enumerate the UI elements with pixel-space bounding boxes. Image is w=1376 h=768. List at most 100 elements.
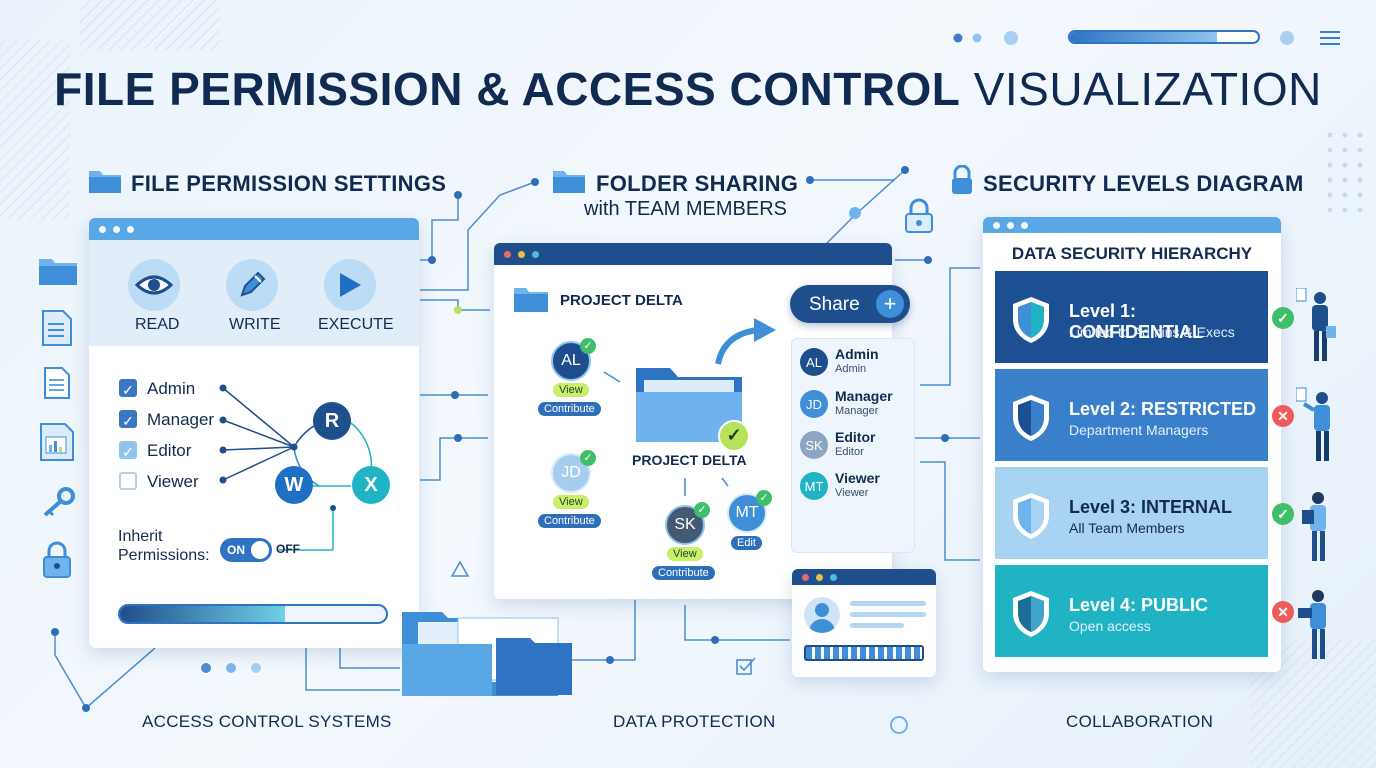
user-avatar: SK bbox=[800, 431, 828, 459]
footer-label-collaboration: COLLABORATION bbox=[1066, 712, 1214, 731]
profile-progress bbox=[804, 645, 924, 661]
window-titlebar bbox=[89, 218, 419, 240]
share-label: Share bbox=[809, 294, 860, 315]
window-titlebar bbox=[792, 569, 936, 585]
permission-progress-fill bbox=[120, 606, 285, 622]
permission-pill-contribute: Contribute bbox=[538, 514, 601, 528]
lock-icon bbox=[43, 541, 71, 578]
execute-node: X bbox=[352, 466, 390, 504]
avatar-jd[interactable]: JD bbox=[551, 453, 591, 493]
text-file-icon bbox=[44, 367, 70, 399]
section-heading-permissions: FILE PERMISSION SETTINGS bbox=[131, 171, 447, 196]
inherit-label-2: Permissions: bbox=[118, 547, 210, 564]
folder-icon bbox=[89, 171, 121, 193]
access-denied-icon: ✕ bbox=[1272, 405, 1294, 427]
person-icon bbox=[1296, 288, 1336, 361]
footer-label-data-protection: DATA PROTECTION bbox=[613, 712, 776, 731]
write-button[interactable] bbox=[226, 259, 278, 311]
role-label-manager: Manager bbox=[147, 410, 215, 429]
check-icon: ✓ bbox=[694, 502, 710, 518]
user-role: Admin bbox=[835, 363, 867, 375]
permission-pill-view: View bbox=[667, 547, 703, 561]
folder-stack-icon bbox=[402, 612, 572, 696]
security-level-4[interactable]: Level 4: PUBLIC Open access bbox=[995, 565, 1268, 657]
section-heading-security: SECURITY LEVELS DIAGRAM bbox=[983, 171, 1304, 196]
security-level-1[interactable]: Level 1: CONFIDENTIAL Limited to Admins … bbox=[995, 271, 1268, 363]
execute-label: EXECUTE bbox=[318, 316, 394, 333]
security-level-2[interactable]: Level 2: RESTRICTED Department Managers bbox=[995, 369, 1268, 461]
shield-icon bbox=[1013, 395, 1049, 441]
profile-card bbox=[792, 569, 936, 677]
eye-icon bbox=[135, 275, 173, 295]
key-icon bbox=[43, 487, 75, 517]
page-title: FILE PERMISSION & ACCESS CONTROL VISUALI… bbox=[54, 63, 1322, 115]
toggle-knob bbox=[251, 541, 269, 559]
footer-label-access-control: ACCESS CONTROL SYSTEMS bbox=[142, 712, 392, 731]
top-progress-bar bbox=[1068, 30, 1260, 44]
security-hierarchy-title: DATA SECURITY HIERARCHY bbox=[1011, 244, 1253, 263]
editor-checkbox[interactable]: ✓ bbox=[119, 441, 137, 460]
execute-button[interactable] bbox=[324, 259, 376, 311]
permission-pill-contribute: Contribute bbox=[538, 402, 601, 416]
level-subtitle: All Team Members bbox=[1069, 520, 1185, 536]
viewer-checkbox[interactable] bbox=[119, 472, 137, 490]
plus-icon: + bbox=[876, 290, 904, 318]
access-denied-icon: ✕ bbox=[1272, 601, 1294, 623]
permission-pill-contribute: Contribute bbox=[652, 566, 715, 580]
user-name: Admin bbox=[835, 346, 879, 362]
section-subheading-sharing: with TEAM MEMBERS bbox=[584, 198, 787, 220]
manager-checkbox[interactable]: ✓ bbox=[119, 410, 137, 429]
shield-icon bbox=[1013, 591, 1049, 637]
folder-icon bbox=[39, 259, 77, 285]
profile-line bbox=[850, 612, 926, 617]
share-arrow-icon bbox=[715, 318, 776, 365]
level-subtitle: Limited to Admins & Execs bbox=[1069, 324, 1235, 340]
pencil-icon bbox=[240, 271, 266, 297]
sync-arrows-icon bbox=[603, 371, 729, 496]
level-title: Level 3: INTERNAL bbox=[1069, 497, 1233, 517]
share-button[interactable]: Share + bbox=[790, 285, 910, 323]
permission-progress-bar bbox=[118, 604, 388, 624]
read-label: READ bbox=[135, 316, 180, 333]
spreadsheet-icon bbox=[40, 423, 74, 461]
folder-icon bbox=[514, 288, 548, 312]
write-label: WRITE bbox=[229, 316, 281, 333]
file-permission-panel: READ WRITE EXECUTE ✓ Admin ✓ Manager ✓ E… bbox=[89, 218, 419, 648]
center-folder-label: PROJECT DELTA bbox=[632, 452, 747, 468]
inherit-label: Inherit bbox=[118, 528, 163, 545]
write-node: W bbox=[275, 466, 313, 504]
document-icon bbox=[42, 310, 72, 346]
section-heading-sharing: FOLDER SHARING bbox=[596, 171, 799, 196]
project-folder-label: PROJECT DELTA bbox=[560, 292, 683, 309]
top-progress-fill bbox=[1070, 32, 1217, 42]
shared-folder-icon bbox=[636, 368, 742, 442]
folder-check-icon: ✓ bbox=[718, 420, 750, 452]
person-icon bbox=[1302, 492, 1326, 561]
level-title: Level 1: CONFIDENTIAL bbox=[1069, 301, 1203, 342]
lock-icon bbox=[952, 165, 972, 194]
inherit-toggle[interactable]: ON bbox=[220, 538, 272, 562]
toggle-on-label: ON bbox=[227, 543, 245, 557]
user-role: Viewer bbox=[835, 487, 869, 499]
permission-pill-view: View bbox=[553, 495, 589, 509]
level-title: Level 4: PUBLIC bbox=[1069, 595, 1209, 615]
user-name: Editor bbox=[835, 429, 876, 445]
access-granted-icon: ✓ bbox=[1272, 307, 1294, 329]
window-titlebar bbox=[494, 243, 892, 265]
check-icon: ✓ bbox=[756, 490, 772, 506]
shield-icon bbox=[1013, 297, 1049, 343]
permission-graph-lines bbox=[219, 384, 373, 551]
user-avatar: MT bbox=[800, 472, 828, 500]
window-titlebar bbox=[983, 217, 1281, 233]
shield-icon bbox=[1013, 493, 1049, 539]
check-icon: ✓ bbox=[580, 450, 596, 466]
read-button[interactable] bbox=[128, 259, 180, 311]
admin-checkbox[interactable]: ✓ bbox=[119, 379, 137, 398]
permission-pill-view: View bbox=[553, 383, 589, 397]
profile-avatar-icon bbox=[804, 597, 840, 633]
user-avatar: AL bbox=[800, 348, 828, 376]
permission-pill-edit: Edit bbox=[731, 536, 762, 550]
read-node: R bbox=[313, 402, 351, 440]
person-icon bbox=[1298, 590, 1326, 659]
security-level-3[interactable]: Level 3: INTERNAL All Team Members bbox=[995, 467, 1268, 559]
